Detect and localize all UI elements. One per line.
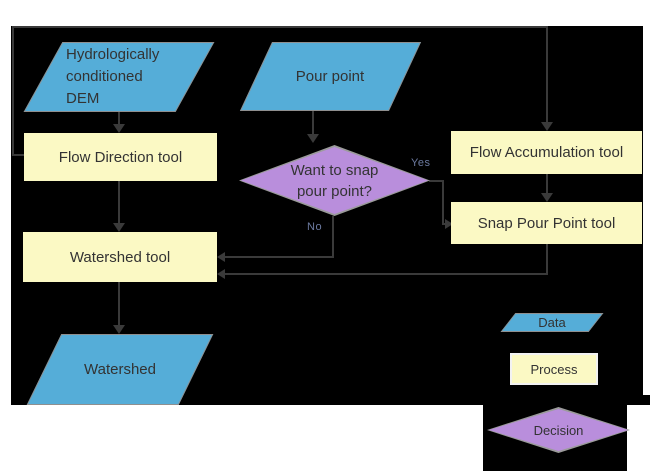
node-watershed-tool-shape [23,232,217,282]
edge-flowdir-to-flowaccum-stub [13,154,24,156]
node-flow-direction-label: Flow Direction tool [58,148,183,166]
edge-label-yes: Yes [411,157,431,169]
node-snap-pour-point-shape [451,202,642,244]
arrowhead-into-decision [307,134,319,143]
edge-no-left [225,256,334,258]
edge-label-no: No [307,221,323,233]
edge-flowdir-to-flowaccum-down [546,27,548,123]
edge-yes-stub [429,180,444,182]
edge-yes-right [442,223,446,225]
edge-flowdir-to-watershedtool [118,181,120,224]
arrowhead-into-watershedtool [113,223,125,232]
node-watershed-output-label: Watershed [84,361,156,378]
arrowhead-no-into-watershedtool [217,252,225,262]
edge-dem-to-flowdir [118,112,120,125]
node-watershed-tool-label: Watershed tool [69,248,171,266]
edge-snap-left [225,273,548,275]
arrowhead-into-snap-top [541,193,553,202]
edge-watershedtool-to-watershed [118,282,120,326]
arrowhead-into-flowaccum [541,122,553,131]
edge-snap-down [546,244,548,275]
edge-flowdir-to-flowaccum-top [12,26,548,28]
edge-flowdir-to-flowaccum-up [12,27,14,156]
edge-no-down [332,216,334,258]
edge-pourpoint-to-decision [312,111,314,135]
arrowhead-into-snappourpoint [445,219,453,229]
node-pour-point-label: Pour point [295,68,365,85]
edge-yes-down [442,180,444,225]
edge-flowaccum-to-snap [546,174,548,195]
diagram-background-notch [643,395,650,405]
node-decision-label: Want to snap pour point? [290,161,379,200]
node-flow-direction-shape [24,133,217,181]
legend-process-shape [510,353,598,385]
arrowhead-into-watershed [113,325,125,334]
legend-process-label: Process [530,361,578,377]
node-flow-accumulation-label: Flow Accumulation tool [469,144,624,161]
legend-data-label: Data [538,314,566,330]
legend-decision-label: Decision [533,422,584,438]
node-snap-pour-point-label: Snap Pour Point tool [477,214,616,232]
arrowhead-snap-into-watershedtool [217,269,225,279]
arrowhead-into-flowdir [113,124,125,133]
node-dem-label: Hydrologically conditioned DEM [66,46,160,107]
node-flow-accumulation-shape [451,131,642,174]
